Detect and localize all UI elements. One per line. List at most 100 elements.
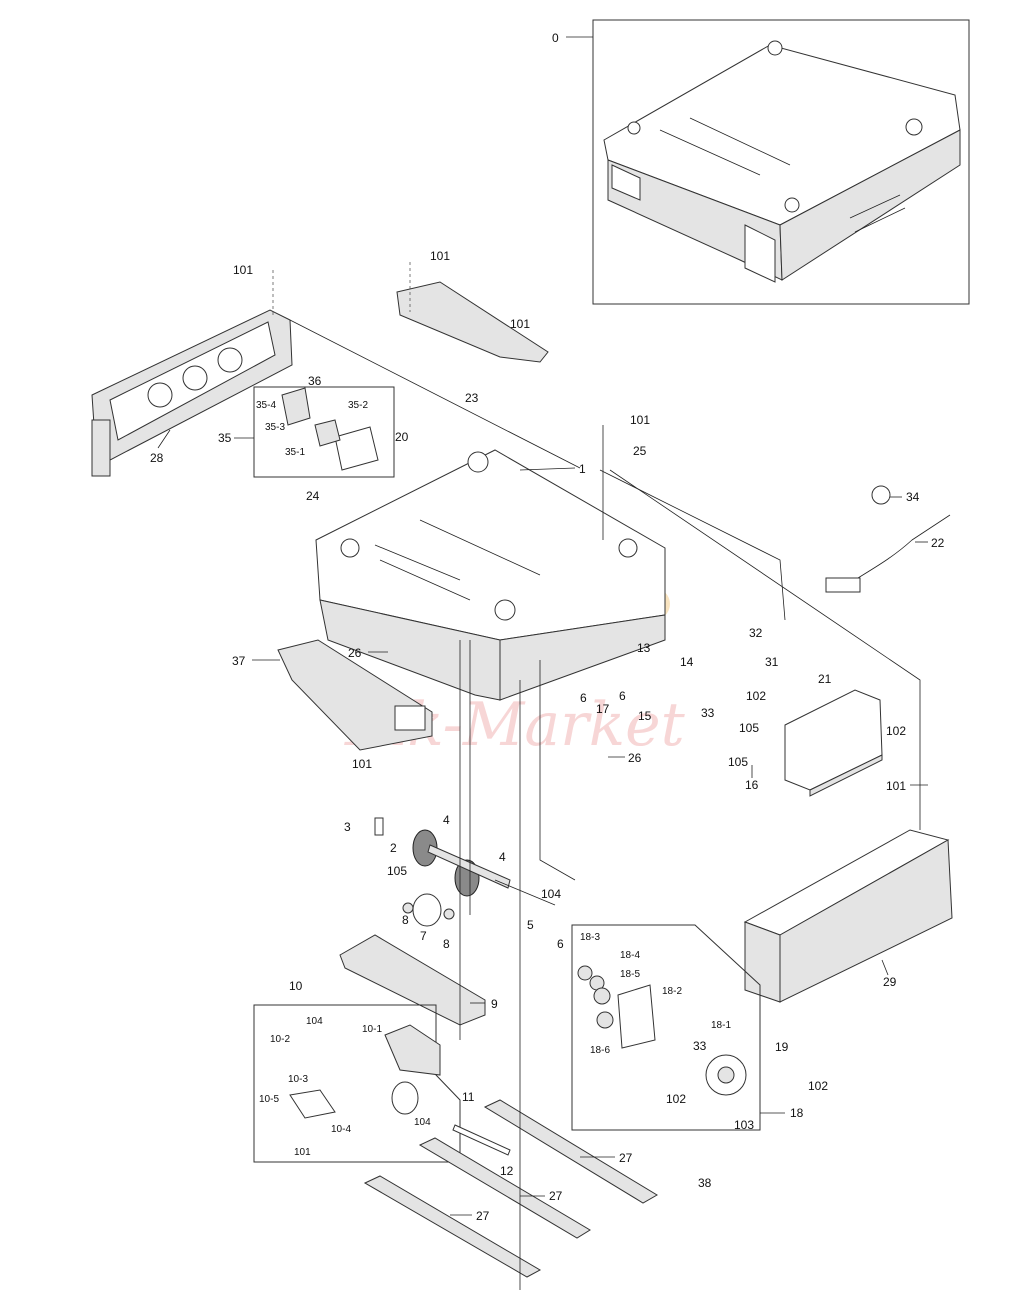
callout-1: 1 xyxy=(579,462,586,476)
rails-and-shafts xyxy=(363,1099,658,1278)
callout-35-4: 35-4 xyxy=(256,400,276,411)
spring-3 xyxy=(374,817,384,836)
callout-4: 4 xyxy=(499,850,506,864)
callout-104: 104 xyxy=(306,1016,323,1027)
callout-20: 20 xyxy=(395,430,409,444)
callout-labels: 0 101 101 101 101 101 101 101 36 35-4 35… xyxy=(150,31,945,1223)
frame-post xyxy=(340,538,360,558)
callout-10-4: 10-4 xyxy=(331,1124,351,1135)
callout-101: 101 xyxy=(233,263,253,277)
cover-boss xyxy=(182,365,208,391)
callout-27: 27 xyxy=(476,1209,490,1223)
tray-leg-right xyxy=(744,224,776,283)
tray-post xyxy=(905,118,923,136)
callout-35-3: 35-3 xyxy=(265,422,285,433)
tray-detail-line xyxy=(854,207,906,233)
callout-13: 13 xyxy=(637,641,651,655)
callout-10-1: 10-1 xyxy=(362,1024,382,1035)
right-cover-end xyxy=(744,921,781,1003)
callout-104: 104 xyxy=(541,887,561,901)
feed-roller-7 xyxy=(412,893,442,927)
callout-18-1: 18-1 xyxy=(711,1020,731,1031)
callout-101: 101 xyxy=(630,413,650,427)
frame-rail xyxy=(379,559,471,601)
callout-7: 7 xyxy=(420,929,427,943)
alignment-line xyxy=(539,660,576,881)
callout-0: 0 xyxy=(552,31,559,45)
callout-6: 6 xyxy=(619,689,626,703)
alignment-line xyxy=(599,469,786,621)
callout-10-3: 10-3 xyxy=(288,1074,308,1085)
callout-32: 32 xyxy=(749,626,763,640)
gear-18-5 xyxy=(593,987,611,1005)
controller-box xyxy=(784,689,883,797)
sensor-holder-35-3 xyxy=(314,419,341,447)
callout-5: 5 xyxy=(527,918,534,932)
guide-9-body xyxy=(339,934,486,1026)
callout-101: 101 xyxy=(886,779,906,793)
callout-14: 14 xyxy=(680,655,694,669)
callout-23: 23 xyxy=(465,391,479,405)
sensor-group-frame xyxy=(253,386,395,478)
callout-26: 26 xyxy=(628,751,642,765)
roller-10 xyxy=(391,1081,419,1115)
cover-boss xyxy=(147,382,173,408)
frame-rail xyxy=(374,544,461,581)
callout-101: 101 xyxy=(294,1147,311,1158)
cover-boss xyxy=(217,347,243,373)
leader-29 xyxy=(881,959,889,976)
assembled-tray-frame xyxy=(592,19,970,305)
callout-19: 19 xyxy=(775,1040,789,1054)
callout-10-5: 10-5 xyxy=(259,1094,279,1105)
callout-25: 25 xyxy=(633,444,647,458)
tray-post xyxy=(627,121,641,135)
alignment-line xyxy=(289,319,581,469)
bracket-10-1 xyxy=(384,1024,441,1076)
callout-101: 101 xyxy=(510,317,530,331)
callout-22: 22 xyxy=(931,536,945,550)
frame-post xyxy=(494,599,516,621)
callout-3: 3 xyxy=(344,820,351,834)
sensor-board-35-4 xyxy=(281,387,311,426)
callout-105: 105 xyxy=(387,864,407,878)
main-frame-side xyxy=(499,614,666,701)
rail-27-mid xyxy=(418,1137,591,1239)
main-frame-front xyxy=(319,599,501,701)
shaft-11 xyxy=(452,1124,511,1156)
rail-27-top xyxy=(483,1099,658,1204)
callout-8: 8 xyxy=(402,913,409,927)
callout-34: 34 xyxy=(906,490,920,504)
sensor-board-group xyxy=(253,386,395,478)
callout-9: 9 xyxy=(491,997,498,1011)
harness-cable xyxy=(841,514,951,589)
callout-24: 24 xyxy=(306,489,320,503)
callout-2: 2 xyxy=(390,841,397,855)
callout-16: 16 xyxy=(745,778,759,792)
callout-105: 105 xyxy=(728,755,748,769)
callout-21: 21 xyxy=(818,672,832,686)
tray-guide-rail xyxy=(689,117,791,166)
callout-8: 8 xyxy=(443,937,450,951)
left-cover-foot xyxy=(91,419,111,477)
callout-11: 11 xyxy=(462,1090,475,1104)
tray-detail-line xyxy=(849,194,901,219)
gear-18-6 xyxy=(596,1011,614,1029)
callout-101: 101 xyxy=(430,249,450,263)
callout-18-3: 18-3 xyxy=(580,932,600,943)
callout-33: 33 xyxy=(693,1039,707,1053)
callout-27: 27 xyxy=(549,1189,563,1203)
controller-board xyxy=(784,689,883,791)
callout-26: 26 xyxy=(348,646,362,660)
controller-side xyxy=(809,754,883,797)
callout-104: 104 xyxy=(414,1117,431,1128)
front-lower-guide xyxy=(277,639,433,751)
leader-1 xyxy=(519,467,576,471)
motor-plate-group xyxy=(571,924,761,1131)
motor-plate-18-2 xyxy=(617,984,656,1049)
right-cover xyxy=(743,829,953,1003)
gear-18-3 xyxy=(577,965,593,981)
callout-102: 102 xyxy=(808,1079,828,1093)
guide-37-end-block xyxy=(394,705,426,731)
shaft-5 xyxy=(494,879,556,906)
